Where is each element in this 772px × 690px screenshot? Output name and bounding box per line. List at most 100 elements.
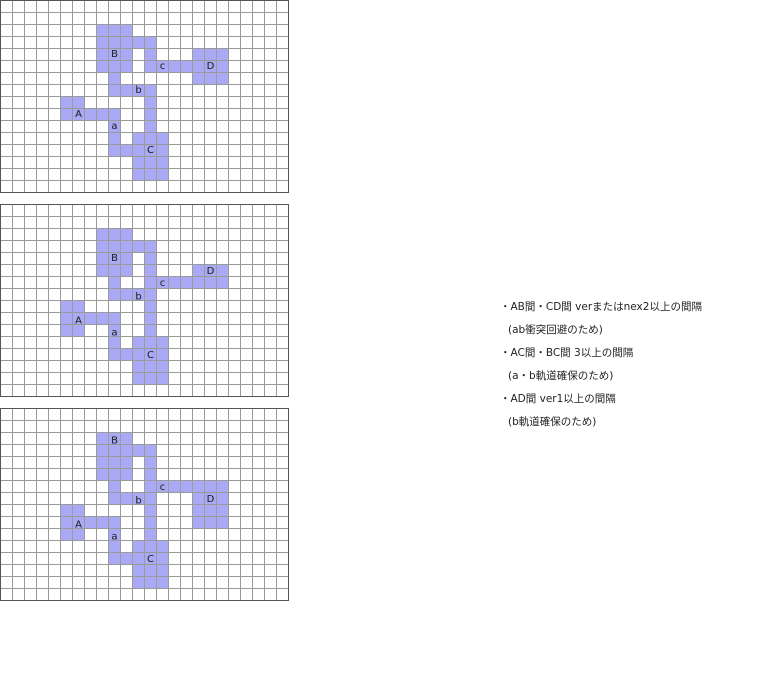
corridor-b-cell	[108, 72, 121, 85]
corridor-a-cell	[108, 132, 121, 145]
room-d-cell	[204, 276, 217, 289]
corridor-b-cell	[108, 276, 121, 289]
room-d-cell	[192, 264, 205, 277]
room-d-cell	[216, 492, 229, 505]
corridor-a-cell	[96, 108, 109, 121]
room-d-cell	[216, 504, 229, 517]
room-c-cell	[156, 576, 169, 589]
grid-border	[0, 408, 289, 601]
corridor-b-cell	[132, 492, 145, 505]
room-d-cell	[192, 60, 205, 73]
room-b-cell	[96, 252, 109, 265]
corridor-a-cell	[108, 552, 121, 565]
corridor-a-cell	[108, 144, 121, 157]
corridor-a-cell	[84, 108, 97, 121]
corridor-b-cell	[108, 288, 121, 301]
label-a: a	[111, 531, 117, 542]
room-b-cell	[108, 252, 121, 265]
room-a-cell	[72, 504, 85, 517]
room-c-cell	[156, 564, 169, 577]
label-b: b	[135, 291, 141, 302]
label-b: B	[111, 49, 118, 60]
corridor-a-cell	[84, 312, 97, 325]
corridor-c-cell	[132, 444, 145, 457]
room-c-cell	[132, 144, 145, 157]
corridor-c-cell	[144, 456, 157, 469]
room-d-cell	[204, 516, 217, 529]
label-a: a	[111, 121, 117, 132]
room-c-cell	[156, 336, 169, 349]
room-c-cell	[132, 372, 145, 385]
grid-border	[0, 0, 289, 193]
room-b-cell	[96, 240, 109, 253]
room-b-cell	[108, 444, 121, 457]
corridor-c-cell	[144, 444, 157, 457]
label-d: D	[207, 494, 215, 505]
corridor-b-cell	[144, 504, 157, 517]
room-c-cell	[132, 348, 145, 361]
room-d-cell	[204, 264, 217, 277]
corridor-b-cell	[120, 288, 133, 301]
room-b-cell	[108, 432, 121, 445]
room-b-cell	[108, 456, 121, 469]
room-a-cell	[60, 300, 73, 313]
corridor-c-cell	[144, 60, 157, 73]
room-c-cell	[144, 540, 157, 553]
label-b: b	[135, 495, 141, 506]
room-d-cell	[216, 276, 229, 289]
corridor-b-cell	[108, 84, 121, 97]
corridor-a-cell	[84, 516, 97, 529]
room-b-cell	[108, 264, 121, 277]
room-c-cell	[144, 576, 157, 589]
room-d-cell	[192, 492, 205, 505]
room-a-cell	[72, 312, 85, 325]
label-a: A	[75, 519, 82, 530]
label-d: D	[207, 266, 215, 277]
corridor-c-cell	[156, 480, 169, 493]
room-b-cell	[96, 24, 109, 37]
corridor-c-cell	[156, 60, 169, 73]
label-c: C	[147, 554, 154, 565]
room-b-cell	[120, 444, 133, 457]
room-d-cell	[192, 504, 205, 517]
room-c-cell	[144, 132, 157, 145]
room-a-cell	[72, 96, 85, 109]
room-b-cell	[96, 444, 109, 457]
corridor-a-cell	[108, 324, 121, 337]
room-b-cell	[108, 228, 121, 241]
corridor-a-cell	[108, 120, 121, 133]
corridor-b-cell	[132, 288, 145, 301]
corridor-b-cell	[108, 492, 121, 505]
room-a-cell	[72, 300, 85, 313]
room-c-cell	[144, 360, 157, 373]
corridor-b-cell	[144, 312, 157, 325]
label-b: B	[111, 253, 118, 264]
room-c-cell	[144, 564, 157, 577]
corridor-a-cell	[108, 528, 121, 541]
room-b-cell	[120, 36, 133, 49]
room-c-cell	[144, 144, 157, 157]
room-c-cell	[144, 372, 157, 385]
corridor-c-cell	[144, 252, 157, 265]
room-b-cell	[120, 252, 133, 265]
room-b-cell	[120, 228, 133, 241]
room-a-cell	[60, 528, 73, 541]
room-c-cell	[132, 156, 145, 169]
note-ad-reason: (b軌道確保のため)	[508, 416, 597, 428]
filled-cells	[60, 24, 229, 181]
filled-cells	[60, 432, 229, 589]
room-d-cell	[192, 276, 205, 289]
room-c-cell	[132, 360, 145, 373]
room-c-cell	[144, 336, 157, 349]
room-c-cell	[132, 132, 145, 145]
corridor-a-cell	[120, 144, 133, 157]
room-a-cell	[60, 516, 73, 529]
label-c: c	[160, 278, 166, 289]
corridor-c-cell	[168, 276, 181, 289]
room-a-cell	[60, 108, 73, 121]
corridor-b-cell	[144, 516, 157, 529]
room-c-cell	[156, 144, 169, 157]
room-c-cell	[156, 156, 169, 169]
corridor-a-cell	[96, 312, 109, 325]
